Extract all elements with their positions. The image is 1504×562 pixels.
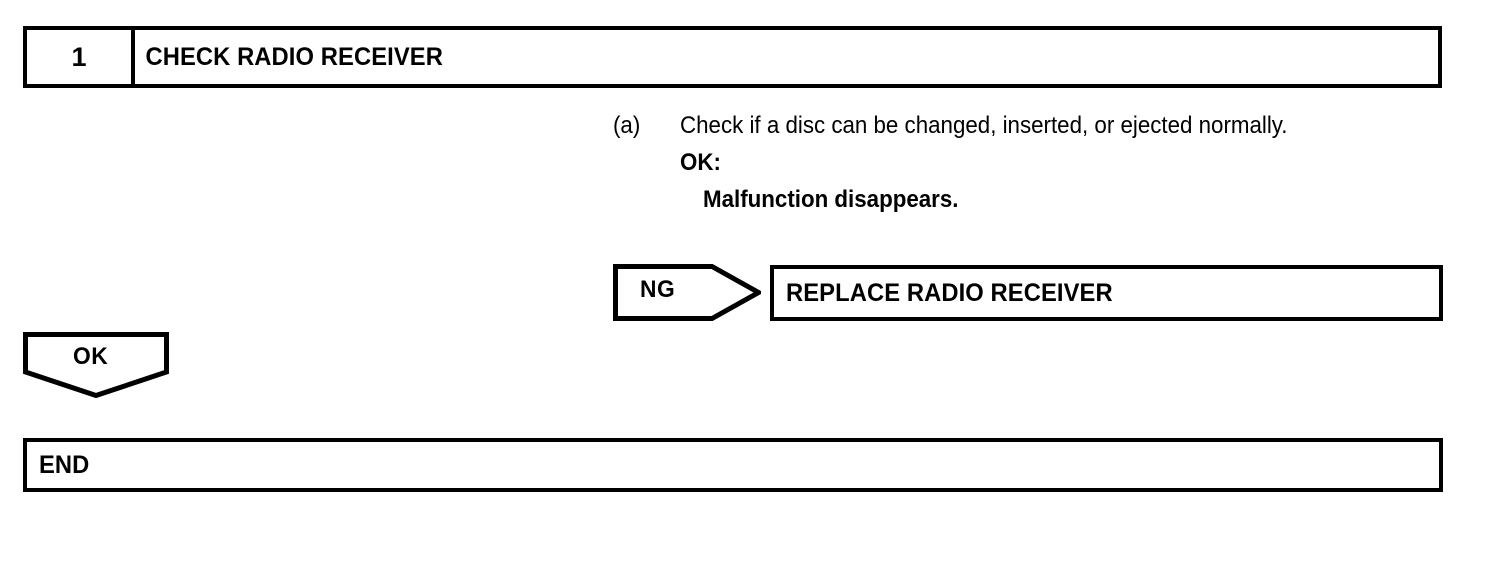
ng-branch-label: NG <box>640 276 676 303</box>
step-number: 1 <box>71 41 87 72</box>
ng-branch-arrow-icon <box>613 264 761 321</box>
step-number-cell: 1 <box>27 30 135 84</box>
procedure-text: Check if a disc can be changed, inserted… <box>680 112 1288 139</box>
procedure-item: (a) Check if a disc can be changed, inse… <box>613 108 1413 144</box>
ok-branch-label: OK <box>73 343 109 370</box>
procedure-block: (a) Check if a disc can be changed, inse… <box>613 108 1413 218</box>
result-value: Malfunction disappears. <box>703 186 959 213</box>
step-header-box: 1 CHECK RADIO RECEIVER <box>23 26 1442 88</box>
result-label: OK: <box>680 149 721 176</box>
end-terminal-label: END <box>39 450 90 479</box>
step-title: CHECK RADIO RECEIVER <box>145 42 443 71</box>
action-box-label: REPLACE RADIO RECEIVER <box>786 278 1113 307</box>
step-title-cell: CHECK RADIO RECEIVER <box>135 30 1373 84</box>
procedure-marker: (a) <box>613 112 641 139</box>
end-terminal-box: END <box>23 438 1443 492</box>
ok-branch-arrow-icon <box>23 332 169 398</box>
action-box-replace-radio-receiver: REPLACE RADIO RECEIVER <box>770 265 1443 321</box>
